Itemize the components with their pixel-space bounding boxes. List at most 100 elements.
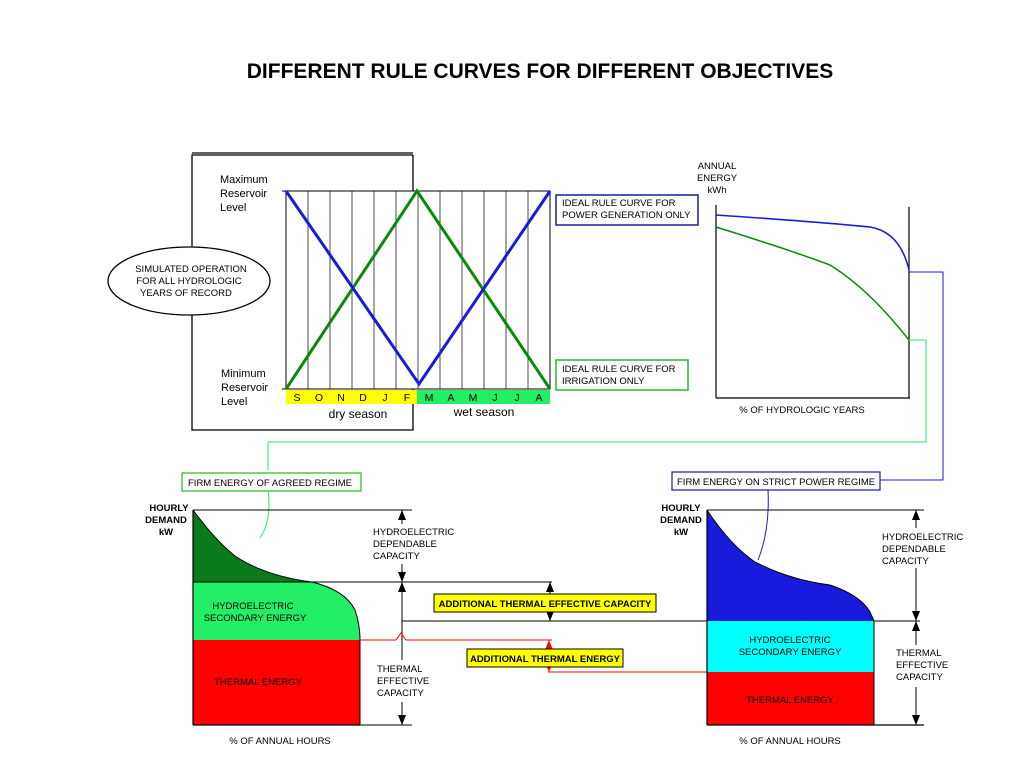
min-level-label: Minimum Reservoir Level [221, 368, 268, 408]
energy-green-curve [715, 226, 910, 341]
svg-text:CAPACITY: CAPACITY [377, 688, 424, 699]
dry-season-label: dry season [329, 407, 388, 421]
firm-energy-strict-box [671, 471, 881, 491]
right-hydro-capacity-label: HYDROELECTRIC DEPENDABLE CAPACITY [882, 532, 963, 567]
left-secondary-area [193, 582, 360, 640]
rule-chart-grid [285, 190, 551, 390]
page-title: DIFFERENT RULE CURVES FOR DIFFERENT OBJE… [246, 60, 834, 83]
svg-text:SIMULATED OPERATION: SIMULATED OPERATION [135, 264, 247, 275]
left-thermal-label: THERMAL ENERGY [214, 677, 302, 688]
month-label: J [492, 392, 497, 404]
irrigation-rule-box-line2: IRRIGATION ONLY [562, 376, 645, 387]
power-rule-curve [284, 190, 552, 387]
svg-text:DEMAND: DEMAND [660, 515, 702, 526]
irrigation-rule-box [555, 359, 689, 391]
svg-text:HYDROELECTRIC: HYDROELECTRIC [749, 635, 830, 646]
right-secondary-area [707, 621, 874, 672]
right-xlabel: % OF ANNUAL HOURS [739, 736, 841, 747]
right-ylabel: HOURLY DEMAND kW [660, 503, 702, 538]
svg-text:DEPENDABLE: DEPENDABLE [882, 544, 946, 555]
svg-text:Minimum: Minimum [221, 368, 266, 380]
left-green-pointer [259, 490, 270, 539]
simulated-operation-ellipse [107, 246, 271, 316]
svg-text:DEMAND: DEMAND [145, 515, 187, 526]
month-label: A [447, 392, 454, 404]
right-hydro-area [707, 510, 874, 621]
month-label: A [535, 392, 542, 404]
month-label: M [469, 392, 478, 404]
additional-thermal-capacity-label: ADDITIONAL THERMAL EFFECTIVE CAPACITY [439, 599, 652, 610]
left-load-chart [192, 509, 361, 726]
svg-text:HOURLY: HOURLY [661, 503, 701, 514]
energy-blue-curve [715, 214, 910, 271]
svg-text:SECONDARY ENERGY: SECONDARY ENERGY [739, 647, 842, 658]
svg-text:Level: Level [220, 202, 246, 214]
month-label: M [425, 392, 434, 404]
left-ylabel: HOURLY DEMAND kW [145, 503, 189, 538]
left-xlabel: % OF ANNUAL HOURS [229, 736, 331, 747]
firm-energy-agreed-label: FIRM ENERGY OF AGREED REGIME [188, 478, 352, 489]
svg-text:HYDROELECTRIC: HYDROELECTRIC [212, 601, 293, 612]
month-label: J [382, 392, 387, 404]
svg-text:HYDROELECTRIC: HYDROELECTRIC [373, 527, 454, 538]
green-connector [267, 339, 927, 470]
left-hydro-capacity-label: HYDROELECTRIC DEPENDABLE CAPACITY [373, 527, 454, 562]
svg-text:DEPENDABLE: DEPENDABLE [373, 539, 437, 550]
additional-thermal-energy-line [360, 632, 552, 641]
power-rule-box-line1: IDEAL RULE CURVE FOR [562, 198, 676, 209]
right-load-curve [706, 509, 875, 622]
svg-text:FOR ALL HYDROLOGIC: FOR ALL HYDROLOGIC [136, 276, 241, 287]
wet-months-bar [417, 390, 550, 404]
right-thermal-area [707, 672, 874, 725]
power-rule-box [555, 194, 699, 226]
left-secondary-label: HYDROELECTRIC SECONDARY ENERGY [204, 601, 307, 624]
right-load-chart [706, 509, 924, 726]
svg-text:EFFECTIVE: EFFECTIVE [377, 676, 429, 687]
right-secondary-label: HYDROELECTRIC SECONDARY ENERGY [739, 635, 842, 658]
right-thermal-capacity-label: THERMAL EFFECTIVE CAPACITY [896, 648, 948, 683]
energy-chart-xlabel: % OF HYDROLOGIC YEARS [739, 405, 864, 416]
month-label: D [359, 392, 367, 404]
irrigation-rule-box-line1: IDEAL RULE CURVE FOR [562, 364, 676, 375]
svg-text:Reservoir: Reservoir [221, 382, 268, 394]
additional-thermal-energy-box [466, 648, 624, 668]
svg-text:CAPACITY: CAPACITY [373, 551, 420, 562]
month-label: S [293, 392, 300, 404]
firm-energy-agreed-box [181, 472, 362, 492]
energy-chart-ylabel: ANNUAL ENERGY kWh [697, 161, 738, 196]
svg-text:Level: Level [221, 396, 247, 408]
svg-text:THERMAL: THERMAL [896, 648, 941, 659]
svg-text:ANNUAL: ANNUAL [698, 161, 737, 172]
svg-text:ENERGY: ENERGY [697, 173, 738, 184]
svg-text:YEARS OF RECORD: YEARS OF RECORD [140, 288, 232, 299]
power-rule-box-line2: POWER GENERATION ONLY [562, 210, 691, 221]
svg-text:kW: kW [159, 527, 173, 538]
svg-text:SECONDARY ENERGY: SECONDARY ENERGY [204, 613, 307, 624]
wet-season-label: wet season [453, 405, 515, 419]
dry-months-bar [286, 390, 417, 404]
month-label: J [514, 392, 519, 404]
simulated-operation-label: SIMULATED OPERATION FOR ALL HYDROLOGIC Y… [135, 264, 247, 299]
month-label: F [404, 392, 410, 404]
max-level-label: Maximum Reservoir Level [220, 174, 268, 214]
irrigation-rule-curve [284, 188, 552, 390]
right-thermal-label: THERMAL ENERGY [746, 695, 834, 706]
energy-chart [715, 205, 910, 399]
svg-text:kWh: kWh [708, 185, 727, 196]
firm-energy-strict-label: FIRM ENERGY ON STRICT POWER REGIME [677, 477, 875, 488]
svg-text:Maximum: Maximum [220, 174, 268, 186]
svg-text:kW: kW [674, 527, 688, 538]
svg-text:EFFECTIVE: EFFECTIVE [896, 660, 948, 671]
left-hydro-area [193, 510, 312, 582]
blue-connector [880, 271, 944, 481]
additional-thermal-capacity-box [433, 593, 657, 613]
svg-text:HOURLY: HOURLY [149, 503, 189, 514]
right-blue-pointer [757, 489, 769, 561]
left-thermal-area [193, 640, 360, 725]
month-label: O [315, 392, 323, 404]
svg-text:CAPACITY: CAPACITY [896, 672, 943, 683]
svg-text:HYDROELECTRIC: HYDROELECTRIC [882, 532, 963, 543]
month-label: N [337, 392, 345, 404]
